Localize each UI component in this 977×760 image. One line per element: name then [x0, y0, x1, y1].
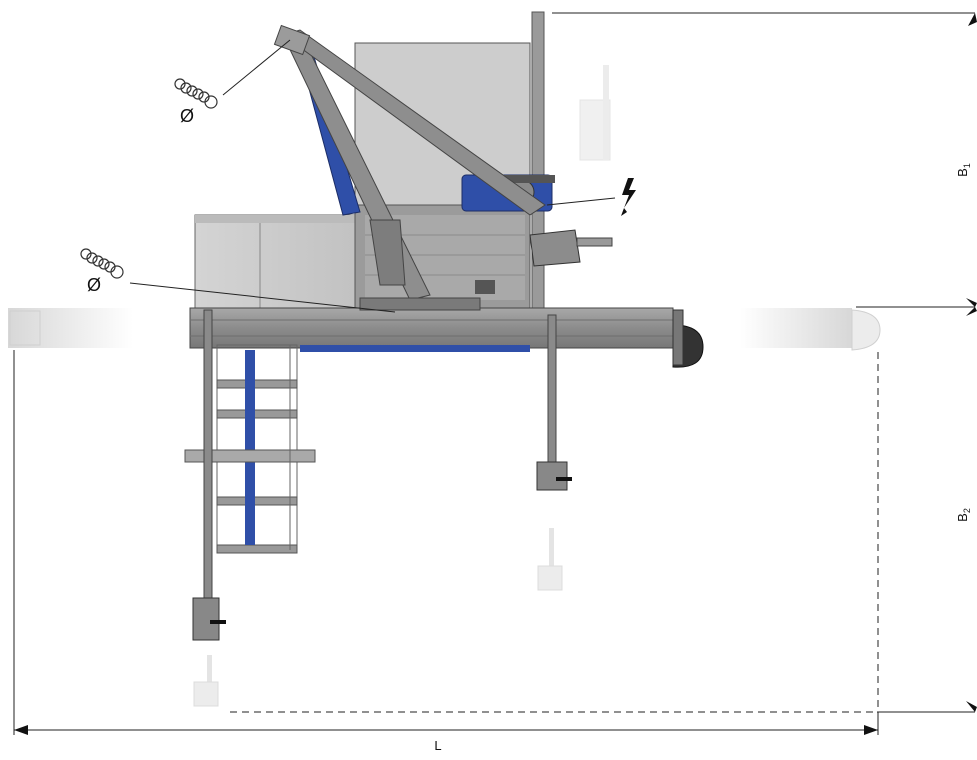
ghost-foot-left [193, 655, 219, 707]
ghost-foot-right [537, 528, 563, 591]
left-housing [194, 214, 356, 311]
side-table [184, 344, 316, 554]
ghost-left-beam-extension [8, 308, 133, 348]
hose-icon [80, 248, 124, 279]
length-label: L [434, 738, 441, 753]
saw-arm [273, 24, 546, 301]
right-support-leg [536, 314, 572, 491]
main-beam [189, 297, 704, 368]
dimension-lines [13, 12, 975, 735]
vertical-post [531, 11, 545, 313]
left-support-leg [192, 309, 226, 641]
ghost-right-beam-extension [740, 308, 881, 351]
svg-text:B2: B2 [955, 508, 972, 522]
leader-lines [129, 39, 616, 313]
svg-text:B1: B1 [955, 163, 972, 177]
dust-extraction-symbol: Ø [180, 106, 194, 126]
hose-icon [174, 78, 218, 109]
lightning-icon [621, 178, 636, 216]
width-lower-label: B2 [955, 508, 972, 522]
ghost-upright-top [579, 65, 611, 161]
dust-extraction-symbol-lower: Ø [87, 275, 101, 295]
right-clamp [529, 229, 613, 267]
width-upper-label: B1 [955, 163, 972, 177]
dimension-arrows [14, 13, 977, 735]
